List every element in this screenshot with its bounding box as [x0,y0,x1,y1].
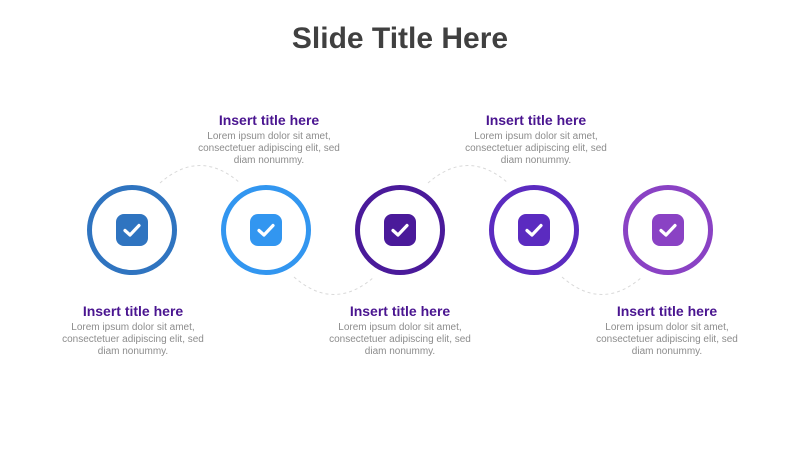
checkmark-icon [116,214,148,246]
step-4-label: Insert title here Lorem ipsum dolor sit … [456,111,616,167]
step-2-label: Insert title here Lorem ipsum dolor sit … [189,111,349,167]
step-3-ring [355,185,445,275]
step-5-description: Lorem ipsum dolor sit amet, consectetuer… [596,322,738,357]
checkmark-icon [250,214,282,246]
step-1-description: Lorem ipsum dolor sit amet, consectetuer… [62,322,204,357]
connector-arc-4-5 [561,276,643,295]
step-4-title: Insert title here [485,112,587,128]
step-5-ring [623,185,713,275]
step-5-label: Insert title here Lorem ipsum dolor sit … [587,302,747,358]
checkmark-icon [384,214,416,246]
checkmark-icon [518,214,550,246]
connector-arc-3-4 [427,165,509,184]
step-2-description: Lorem ipsum dolor sit amet, consectetuer… [198,131,340,166]
slide-title: Slide Title Here [291,22,509,55]
step-3-title: Insert title here [349,303,451,319]
step-1-ring [87,185,177,275]
step-2-ring [221,185,311,275]
connector-arc-2-3 [293,276,375,295]
checkmark-icon [652,214,684,246]
step-5-title: Insert title here [616,303,718,319]
connector-arc-1-2 [159,165,241,184]
step-4-ring [489,185,579,275]
step-2-title: Insert title here [218,112,320,128]
step-3-description: Lorem ipsum dolor sit amet, consectetuer… [329,322,471,357]
step-3-label: Insert title here Lorem ipsum dolor sit … [320,302,480,358]
step-1-label: Insert title here Lorem ipsum dolor sit … [53,302,213,358]
step-1-title: Insert title here [82,303,184,319]
step-4-description: Lorem ipsum dolor sit amet, consectetuer… [465,131,607,166]
